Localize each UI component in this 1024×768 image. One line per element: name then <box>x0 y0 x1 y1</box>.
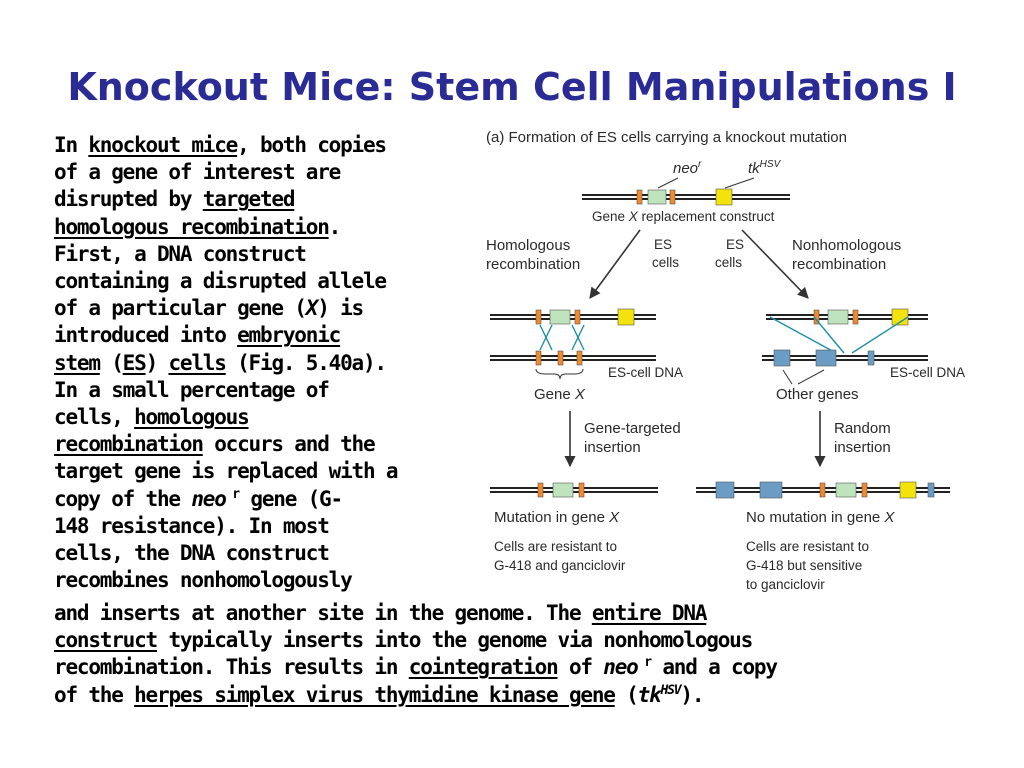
text-line: copy of the neo r gene (G- <box>54 486 343 511</box>
left-result-text: G-418 and ganciclovir <box>494 558 626 573</box>
homologous-label: recombination <box>486 256 580 273</box>
term-homologous-recombination: homologous recombination <box>54 214 330 239</box>
text-line: target gene is replaced with a <box>54 459 398 484</box>
term-embryonic: embryonic <box>237 323 341 348</box>
left-result-text: Cells are resistant to <box>494 539 617 554</box>
text-line: In a small percentage of <box>54 377 330 402</box>
crossover-line <box>813 316 845 354</box>
homology-arm-marker <box>669 189 676 205</box>
crossover-line <box>851 316 909 354</box>
gene-targeted-result: Mutation in gene X Cells are resistant t… <box>490 482 658 573</box>
text-line: of the herpes simplex virus thymidine ki… <box>54 682 705 707</box>
mutation-label: Mutation in gene X <box>494 509 620 526</box>
text-line: 148 resistance). In most <box>54 513 330 538</box>
term-entire-dna: entire DNA <box>591 601 708 625</box>
gene-targeted-label: Gene-targeted <box>584 420 681 437</box>
random-insertion-label: Random <box>834 420 891 437</box>
body-text-left: In knockout mice, both copies of a gene … <box>54 132 479 594</box>
es-cells-label-left: cells <box>652 255 679 270</box>
text-line: First, a DNA construct <box>54 241 307 266</box>
knockout-figure: (a) Formation of ES cells carrying a kno… <box>486 129 965 592</box>
term-knockout-mice: knockout mice <box>88 133 238 157</box>
text-line: homologous recombination. <box>54 214 341 239</box>
term-recombination: recombination <box>54 432 204 457</box>
text-line: introduced into embryonic <box>54 323 341 348</box>
text-line: recombines nonhomologously <box>54 568 353 593</box>
text-line: containing a disrupted allele <box>54 269 387 294</box>
other-genes-label: Other genes <box>776 386 859 403</box>
crossover-line <box>571 324 585 351</box>
neo-label: neor <box>673 159 702 177</box>
text-line: recombination. This results in cointegra… <box>54 655 778 680</box>
construct-dna <box>582 188 790 206</box>
construct-label: Gene X replacement construct <box>592 209 775 224</box>
term-es: ES <box>122 350 147 375</box>
text-line: and inserts at another site in the genom… <box>54 601 708 625</box>
es-cells-label-right: ES <box>726 237 744 252</box>
arrow-icon <box>741 229 809 299</box>
term-targeted: targeted <box>202 187 296 212</box>
body-text-bottom: and inserts at another site in the genom… <box>54 600 984 709</box>
term-cells: cells <box>168 350 226 375</box>
es-cells-label-right: cells <box>715 255 742 270</box>
term-construct: construct <box>54 628 158 653</box>
text-line: In knockout mice, both copies <box>54 133 387 157</box>
crossover-line <box>769 316 837 354</box>
text-line: of a particular gene (X) is <box>54 296 364 321</box>
gene-x-label: Gene X <box>534 386 586 403</box>
text-line: of a gene of interest are <box>54 160 341 185</box>
es-cell-dna-label-right: ES-cell DNA <box>890 365 965 380</box>
crossover-line <box>539 324 553 351</box>
no-mutation-label: No mutation in gene X <box>746 509 895 526</box>
text-line: cells, homologous <box>54 405 250 430</box>
text-line: recombination occurs and the <box>54 432 376 457</box>
nonhomologous-label: recombination <box>792 256 886 273</box>
slide-title: Knockout Mice: Stem Cell Manipulations I <box>67 65 957 109</box>
term-hsv-tk-gene: herpes simplex virus thymidine kinase ge… <box>134 682 616 707</box>
tk-label: tkHSV <box>748 159 782 177</box>
right-result-text: to ganciclovir <box>746 577 825 592</box>
right-result-text: G-418 but sensitive <box>746 558 862 573</box>
nonhomologous-recombination-panel: ES-cell DNA Other genes <box>762 308 965 403</box>
homology-arm-marker <box>636 189 643 205</box>
arrow-icon <box>589 229 641 299</box>
gene-x-brace <box>535 368 584 380</box>
text-line: disrupted by targeted <box>54 187 296 212</box>
homologous-label: Homologous <box>486 237 570 254</box>
term-homologous: homologous <box>134 405 250 430</box>
homologous-recombination-panel: ES-cell DNA Gene X <box>490 308 683 403</box>
gene-targeted-label: insertion <box>584 439 641 456</box>
neo-gene-box <box>647 189 667 205</box>
text-line: construct typically inserts into the gen… <box>54 628 753 653</box>
random-insertion-label: insertion <box>834 439 891 456</box>
random-insertion-result: No mutation in gene X Cells are resistan… <box>696 481 950 592</box>
term-stem: stem <box>54 350 101 375</box>
tk-gene-box <box>715 188 733 206</box>
figure-heading: (a) Formation of ES cells carrying a kno… <box>486 129 847 146</box>
nonhomologous-label: Nonhomologous <box>792 237 901 254</box>
text-line: cells, the DNA construct <box>54 541 330 566</box>
term-cointegration: cointegration <box>408 655 559 680</box>
es-cell-dna-label-left: ES-cell DNA <box>608 365 683 380</box>
right-result-text: Cells are resistant to <box>746 539 869 554</box>
es-cells-label-left: ES <box>654 237 672 252</box>
text-line: stem (ES) cells (Fig. 5.40a). <box>54 350 387 375</box>
